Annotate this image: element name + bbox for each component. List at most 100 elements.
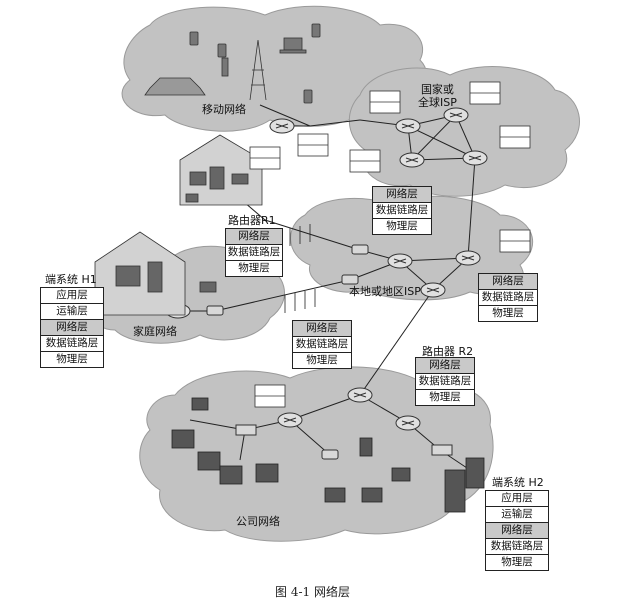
forwarding-table: [499, 229, 531, 253]
layer-datalink: 数据链路层: [479, 289, 537, 305]
laptop-icon: [191, 397, 209, 411]
mobile-devices: [144, 23, 321, 104]
label-home-network: 家庭网络: [133, 325, 177, 338]
layer-network: 网络层: [479, 274, 537, 289]
router-stack-3: 网络层 数据链路层 物理层: [292, 320, 352, 369]
layer-physical: 物理层: [486, 554, 548, 570]
laptop-icon: [279, 49, 307, 54]
server-icon: [465, 457, 485, 489]
phone-icon: [311, 23, 321, 38]
layer-network: 网络层: [41, 319, 103, 335]
desktop-icon: [209, 166, 225, 190]
layer-datalink: 数据链路层: [41, 335, 103, 351]
router: [399, 152, 425, 168]
layer-network: 网络层: [226, 229, 282, 244]
laptop-icon: [324, 487, 346, 503]
modem: [351, 244, 369, 255]
desktop-icon: [255, 463, 279, 483]
switch: [235, 424, 257, 436]
layer-network: 网络层: [293, 321, 351, 336]
car-icon: [144, 77, 206, 96]
router-stack-2: 网络层 数据链路层 物理层: [478, 273, 538, 322]
router: [443, 107, 469, 123]
layer-datalink: 数据链路层: [373, 202, 431, 218]
switch: [431, 444, 453, 456]
phone-icon: [189, 31, 199, 46]
end-system-h1-title: 端系统 H1: [45, 273, 97, 286]
layer-datalink: 数据链路层: [293, 336, 351, 352]
router: [387, 253, 413, 269]
modem: [206, 305, 224, 316]
laptop-icon: [283, 37, 303, 51]
router: [395, 415, 421, 431]
tv-icon: [115, 265, 141, 287]
layer-transport: 运输层: [486, 506, 548, 522]
switches: [206, 244, 453, 460]
layer-network: 网络层: [486, 522, 548, 538]
router-r1-stack: 网络层 数据链路层 物理层: [225, 228, 283, 277]
server-icon: [444, 469, 466, 513]
tablet-icon: [359, 437, 373, 457]
layer-physical: 物理层: [479, 305, 537, 321]
router-stack-1: 网络层 数据链路层 物理层: [372, 186, 432, 235]
laptop-icon: [231, 173, 249, 185]
router-r1-title: 路由器R1: [228, 214, 276, 227]
router: [420, 282, 446, 298]
laptop-icon: [391, 467, 411, 482]
forwarding-table: [369, 90, 401, 114]
layer-network: 网络层: [373, 187, 431, 202]
end-system-h2-title: 端系统 H2: [492, 476, 544, 489]
router: [277, 412, 303, 428]
national-isp-cloud: [348, 66, 580, 197]
desktop-icon: [197, 451, 221, 471]
router: [347, 387, 373, 403]
modem: [341, 274, 359, 285]
router-r2-stack: 网络层 数据链路层 物理层: [415, 357, 475, 406]
forwarding-tables: [249, 81, 531, 408]
router: [462, 150, 488, 166]
router: [269, 118, 295, 134]
laptop-icon: [199, 281, 217, 293]
layer-physical: 物理层: [373, 218, 431, 234]
tv-icon: [185, 193, 199, 203]
desktop-icon: [219, 465, 243, 485]
monitor-icon: [189, 171, 207, 186]
router: [395, 118, 421, 134]
laptop-icon: [361, 487, 383, 503]
label-national-isp: 国家或 全球ISP: [418, 83, 457, 109]
label-enterprise-network: 公司网络: [236, 515, 280, 528]
router-r2-title: 路由器 R2: [422, 345, 474, 358]
forwarding-table: [469, 81, 501, 105]
layer-datalink: 数据链路层: [226, 244, 282, 258]
forwarding-table: [254, 384, 286, 408]
router: [455, 250, 481, 266]
enterprise-devices: [171, 397, 485, 513]
wireless-links: [284, 224, 316, 313]
end-system-h2-stack: 应用层 运输层 网络层 数据链路层 物理层: [485, 490, 549, 571]
figure-caption: 图 4-1 网络层: [275, 585, 350, 599]
layer-datalink: 数据链路层: [486, 538, 548, 554]
desktop-icon: [171, 429, 195, 449]
label-mobile-network: 移动网络: [202, 103, 246, 116]
forwarding-table: [349, 149, 381, 173]
layer-physical: 物理层: [416, 389, 474, 405]
cell-tower-icon: [249, 39, 267, 101]
layer-application: 应用层: [501, 492, 533, 504]
layer-physical: 物理层: [226, 260, 282, 276]
phone-icon: [303, 89, 313, 104]
layer-datalink: 数据链路层: [416, 373, 474, 389]
phone-icon: [217, 43, 227, 58]
forwarding-table: [297, 133, 329, 157]
layer-network: 网络层: [416, 358, 474, 373]
fridge-icon: [147, 261, 163, 293]
forwarding-table: [499, 125, 531, 149]
layer-application: 应用层: [56, 289, 88, 301]
layer-physical: 物理层: [41, 351, 103, 367]
end-system-h1-stack: 应用层 运输层 网络层 数据链路层 物理层: [40, 287, 104, 368]
layer-physical: 物理层: [293, 352, 351, 368]
modem: [321, 449, 339, 460]
forwarding-table: [249, 146, 281, 170]
label-local-isp: 本地或地区ISP: [349, 285, 421, 298]
layer-transport: 运输层: [41, 303, 103, 319]
